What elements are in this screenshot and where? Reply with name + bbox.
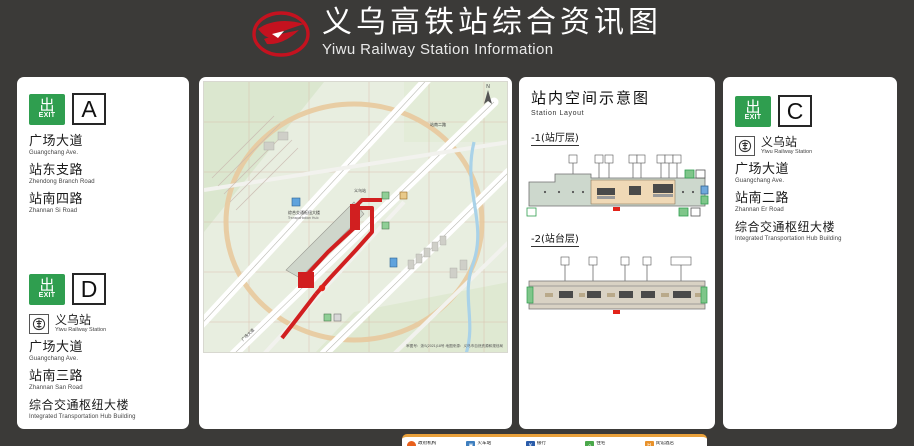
legend-item: ¥银行Bank: [525, 441, 584, 446]
street-name-en: Integrated Transportation Hub Building: [29, 414, 136, 420]
street-name-en: Guangchang Ave.: [29, 150, 79, 156]
bank-icon: ¥: [525, 441, 535, 446]
exit-sign-icon: 出 EXIT: [29, 93, 65, 125]
railway-station-name: 义乌站 Yiwu Railway Station: [761, 136, 812, 156]
exit-letter-d: D: [72, 273, 106, 305]
yiwu-railway-bird-logo: [252, 11, 310, 57]
exit-sign-glyph: 出: [39, 276, 55, 294]
street-entry: 站南三路 Zhannan San Road: [29, 369, 177, 392]
map-graphics: N: [204, 82, 507, 352]
legend-item: 政府机构Government Departments: [407, 441, 465, 446]
street-name-cn: 站南三路: [29, 369, 84, 384]
hotel-icon: H: [644, 441, 654, 446]
legend-item: ▣火车站Railway Station: [466, 441, 524, 446]
exit-block-c: 出 EXIT C 义乌站 Yiwu Railway Station: [723, 77, 897, 243]
street-name-en: Zhannan San Road: [29, 385, 83, 391]
map-label-zhannan-er: 站南二路: [430, 122, 446, 127]
exit-panel-left: 出 EXIT A 广场大道 Guangchang Ave. 站东支路 Zhend…: [17, 77, 189, 429]
map-attribution: 审图号：浙S(2021)18号 地图来源：义乌市自然资源和规划局: [406, 344, 503, 348]
page-title-en: Yiwu Railway Station Information: [322, 40, 554, 58]
map-legend: 政府机构Government Departments ▣火车站Railway S…: [402, 434, 707, 446]
railway-name-cn: 义乌站: [55, 313, 92, 327]
street-name-en: Integrated Transportation Hub Building: [735, 236, 842, 242]
street-entry: 广场大道 Guangchang Ave.: [29, 340, 177, 363]
street-name-cn: 综合交通枢纽大楼: [29, 398, 130, 412]
floor-label-b1: -1(站厅层): [531, 129, 579, 146]
street-name-en: Zhannan Si Road: [29, 208, 78, 214]
railway-name-cn: 义乌站: [761, 135, 798, 149]
street-entry: 综合交通枢纽大楼 Integrated Transportation Hub B…: [29, 398, 177, 421]
svg-text:N: N: [486, 84, 490, 90]
station-layout-title-en: Station Layout: [531, 110, 585, 117]
railway-name-en: Yiwu Railway Station: [55, 327, 107, 333]
exit-block-d: 出 EXIT D 义乌站 Yiwu Railway Station: [17, 221, 189, 421]
station-layout-header: 站内空间示意图 Station Layout: [519, 77, 715, 117]
street-name-cn: 站南二路: [735, 191, 790, 206]
legend-item: H宾馆酒店Hotel: [644, 441, 703, 446]
street-name-cn: 综合交通枢纽大楼: [735, 220, 836, 234]
street-entry: 站南四路 Zhannan Si Road: [29, 192, 177, 215]
street-name-cn: 广场大道: [735, 162, 790, 177]
exit-sign-en: EXIT: [38, 112, 56, 119]
street-name-cn: 广场大道: [29, 340, 84, 355]
railway-station-row: 义乌站 Yiwu Railway Station: [735, 136, 885, 156]
area-map-canvas[interactable]: N 综合交通枢纽大楼 Transportation Hub 义乌站 广场大道 站…: [203, 81, 508, 353]
street-entry: 广场大道 Guangchang Ave.: [29, 134, 177, 157]
street-entry: 综合交通枢纽大楼 Integrated Transportation Hub B…: [735, 220, 885, 243]
railway-station-name: 义乌站 Yiwu Railway Station: [55, 314, 106, 334]
street-name-cn: 站东支路: [29, 163, 84, 178]
exit-sign-glyph: 出: [745, 98, 761, 116]
map-label-hub: 综合交通枢纽大楼: [288, 210, 320, 215]
residential-icon: ⌂: [585, 441, 595, 446]
street-entry: 站东支路 Zhendong Branch Road: [29, 163, 177, 186]
exit-sign-icon: 出 EXIT: [735, 95, 771, 127]
exit-letter-c: C: [778, 95, 812, 127]
street-name-en: Guangchang Ave.: [735, 178, 785, 184]
street-name-en: Guangchang Ave.: [29, 356, 79, 362]
street-entry: 站南二路 Zhannan Er Road: [735, 191, 885, 214]
street-name-cn: 站南四路: [29, 192, 84, 207]
exit-sign-glyph: 出: [39, 96, 55, 114]
exit-sign-en: EXIT: [744, 114, 762, 121]
railway-station-row: 义乌站 Yiwu Railway Station: [29, 314, 177, 334]
street-name-en: Zhendong Branch Road: [29, 179, 95, 185]
map-label-hub-en: Transportation Hub: [288, 216, 319, 220]
railway-station-icon: ▣: [466, 441, 476, 446]
board-header: 义乌高铁站综合资讯图 Yiwu Railway Station Informat…: [0, 0, 914, 68]
exit-block-a: 出 EXIT A 广场大道 Guangchang Ave. 站东支路 Zhend…: [17, 77, 189, 215]
legend-item: ⌂住宅Residential Area: [585, 441, 643, 446]
exit-panel-right: 出 EXIT C 义乌站 Yiwu Railway Station: [723, 77, 897, 429]
page-title-cn: 义乌高铁站综合资讯图: [322, 5, 662, 40]
floor-diagram-b2[interactable]: [525, 253, 709, 319]
railway-icon: [735, 136, 755, 156]
railway-icon: [29, 314, 49, 334]
floor-diagram-b1[interactable]: [525, 152, 709, 218]
government-icon: [407, 441, 416, 446]
map-label-station: 义乌站: [354, 188, 366, 193]
area-map-panel[interactable]: N 综合交通枢纽大楼 Transportation Hub 义乌站 广场大道 站…: [199, 77, 707, 446]
exit-sign-en: EXIT: [38, 292, 56, 299]
map-legend-grid: 政府机构Government Departments ▣火车站Railway S…: [402, 437, 707, 446]
station-layout-panel: 站内空间示意图 Station Layout -1(站厅层): [519, 77, 715, 429]
street-name-cn: 广场大道: [29, 134, 84, 149]
station-layout-title-cn: 站内空间示意图: [531, 89, 651, 107]
street-entry: 广场大道 Guangchang Ave.: [735, 162, 885, 185]
street-name-en: Zhannan Er Road: [735, 207, 784, 213]
floor-label-b2: -2(站台层): [531, 230, 579, 247]
exit-letter-a: A: [72, 93, 106, 125]
exit-sign-icon: 出 EXIT: [29, 273, 65, 305]
railway-name-en: Yiwu Railway Station: [761, 149, 813, 155]
